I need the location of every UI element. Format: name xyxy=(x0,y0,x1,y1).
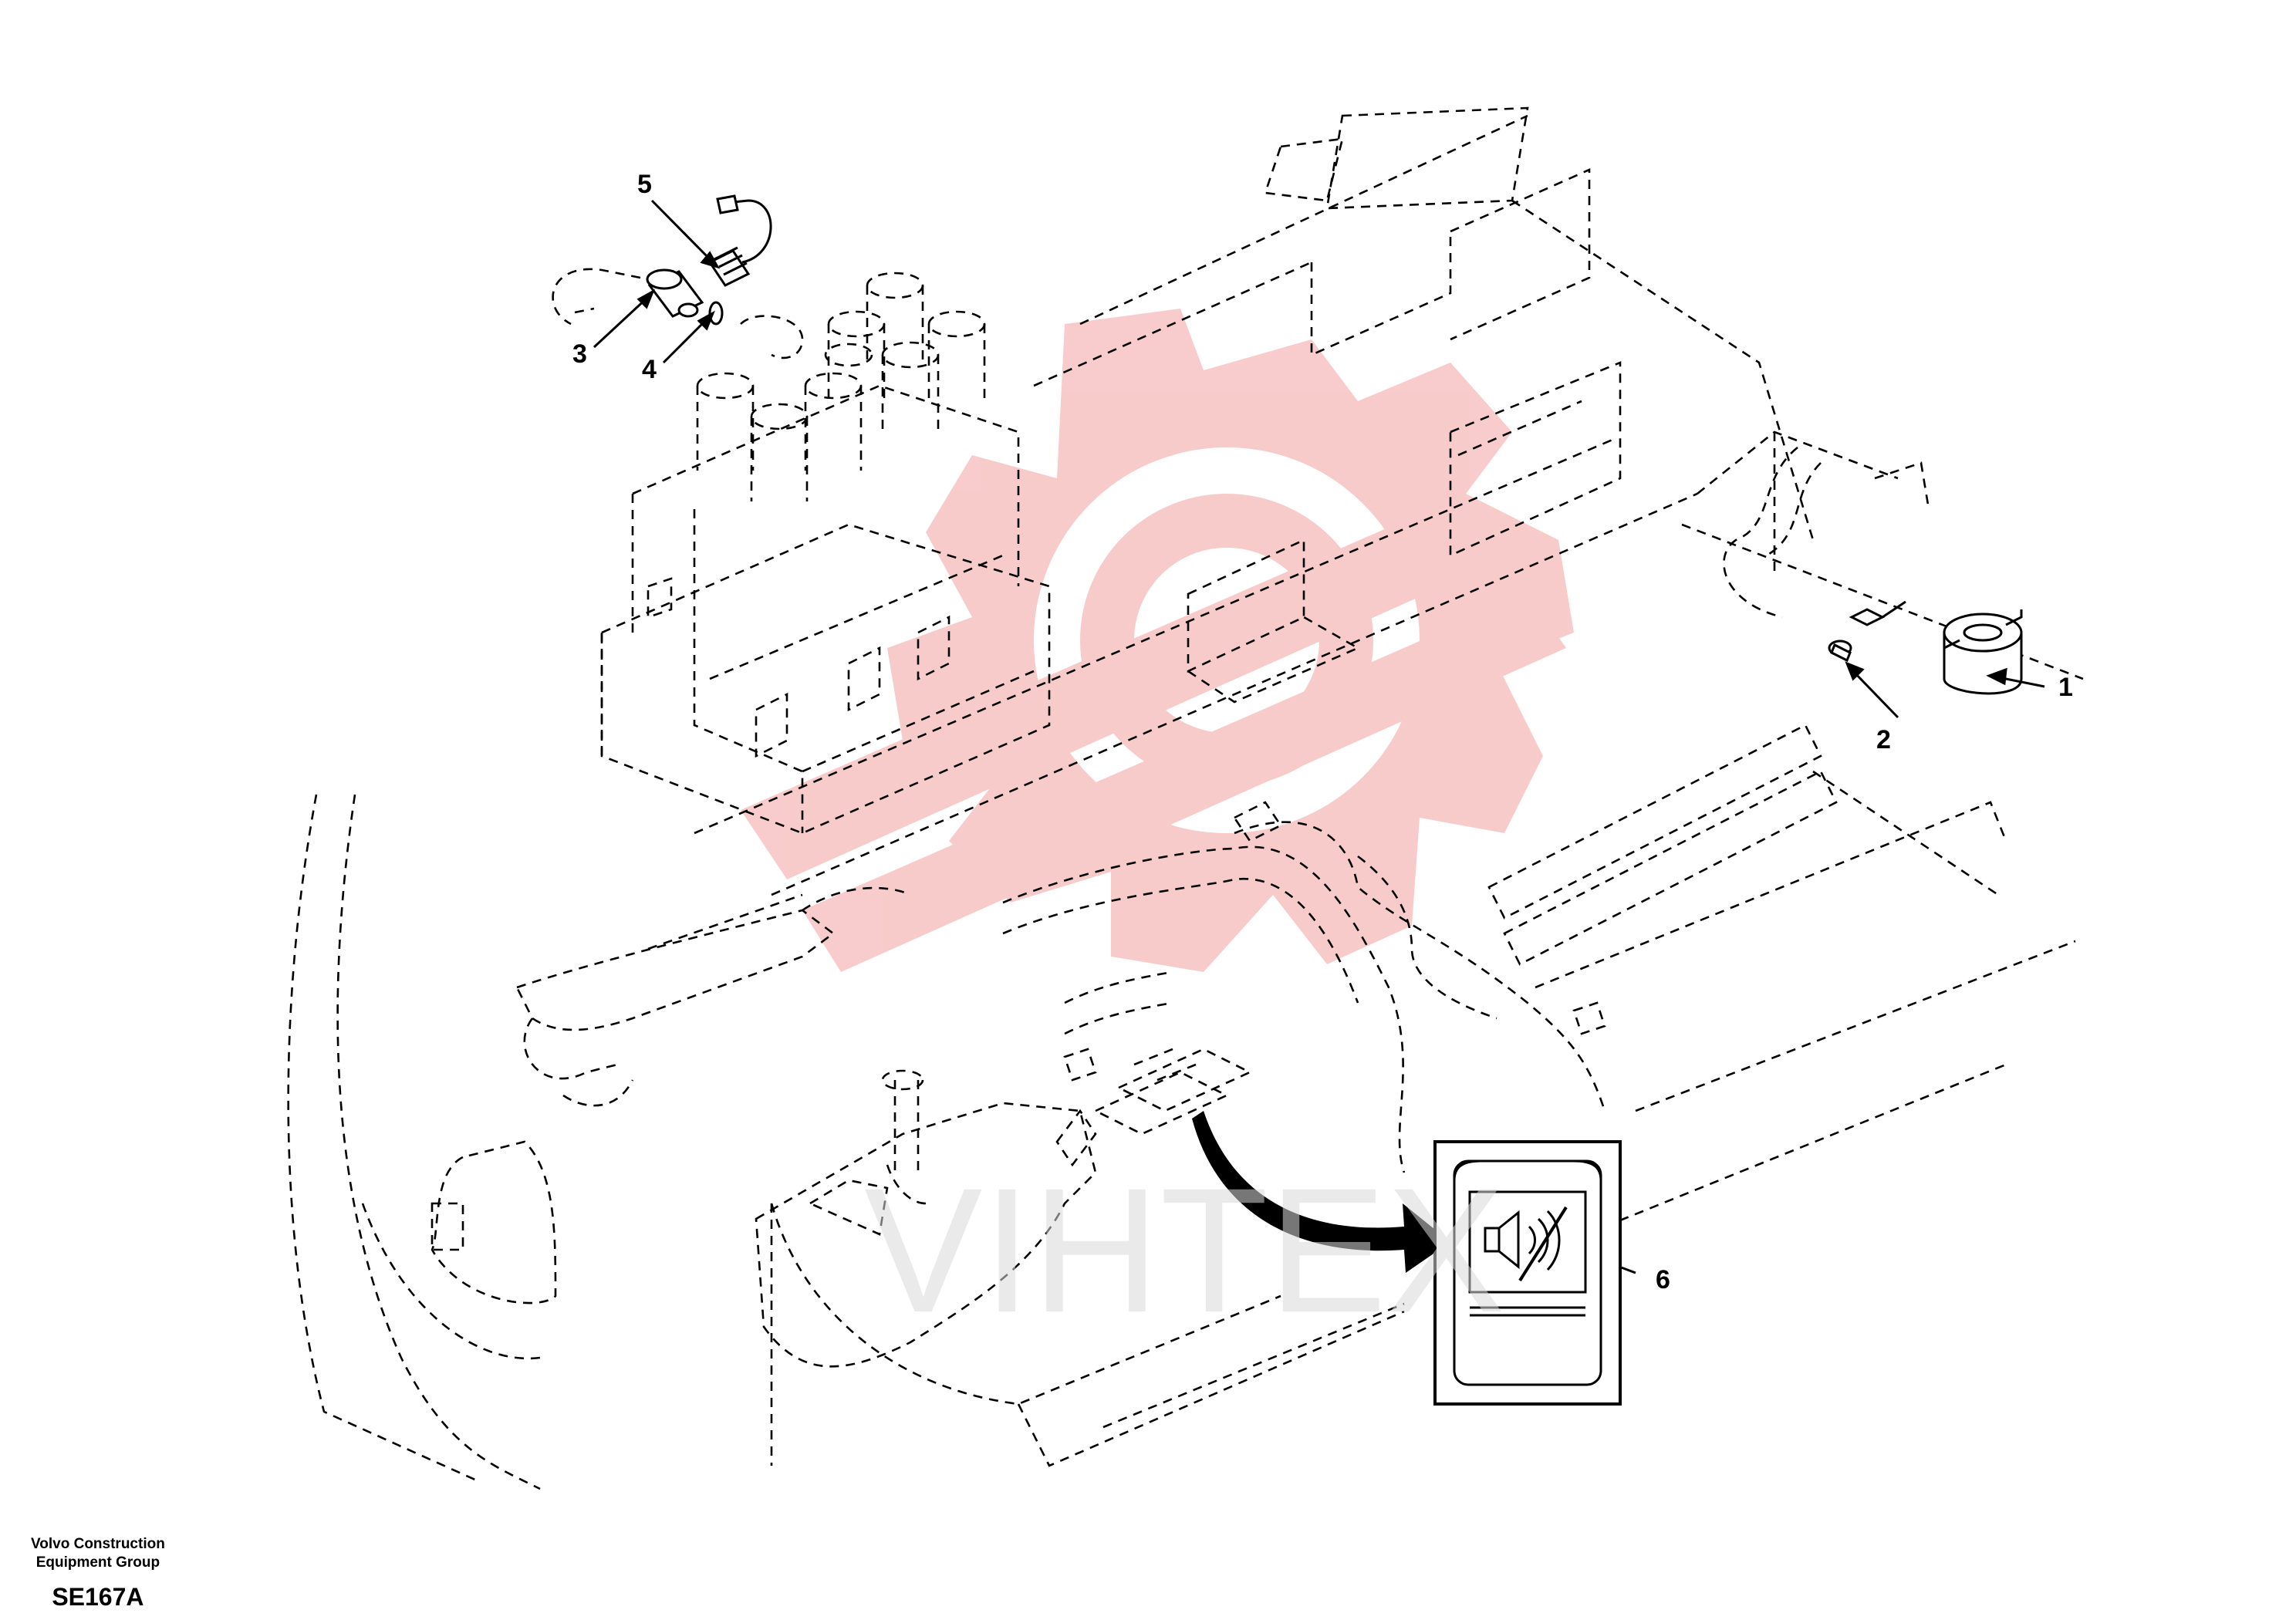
buzzer-stop-switch-detail xyxy=(1433,1140,1622,1406)
footer-block: Volvo Construction Equipment Group SE167… xyxy=(31,1535,165,1612)
pressure-sensor-part xyxy=(707,194,772,287)
detail-pointer-arrow xyxy=(1192,1111,1450,1273)
watermark-text: VIHTEX xyxy=(864,1151,1505,1349)
callout-3: 3 xyxy=(572,339,587,369)
callout-4: 4 xyxy=(642,355,657,384)
watermark-gear-logo xyxy=(741,309,1574,972)
o-ring-part xyxy=(708,301,724,326)
control-valve-assembly xyxy=(600,272,1051,835)
callout-6: 6 xyxy=(1656,1265,1670,1294)
callout-2: 2 xyxy=(1876,725,1891,754)
switch-panel-outline xyxy=(1092,1048,1253,1136)
cab-and-seat-outline xyxy=(287,794,1405,1490)
callout-5: 5 xyxy=(637,170,652,199)
callout-1: 1 xyxy=(2058,673,2073,702)
valve-solenoid-caps xyxy=(696,272,986,501)
adapter-part xyxy=(646,268,704,318)
illustration-code: SE167A xyxy=(52,1583,144,1611)
buzzer-part xyxy=(1943,609,2023,695)
speaker-mute-icon xyxy=(1484,1206,1568,1282)
bolt-part xyxy=(1828,600,1906,663)
wiring-harness xyxy=(802,446,1822,1173)
company-name: Volvo Construction Equipment Group xyxy=(31,1536,165,1571)
